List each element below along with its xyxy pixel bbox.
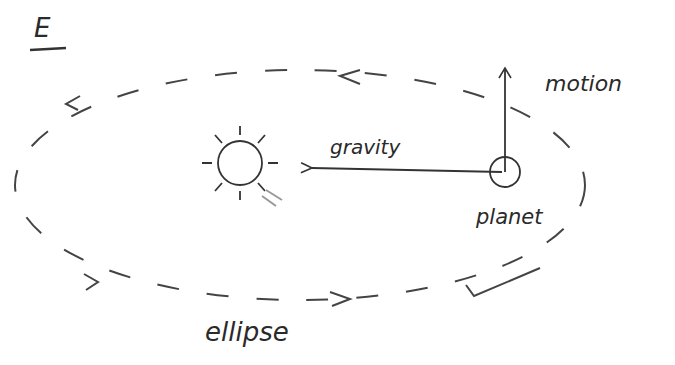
motion-arrow — [504, 68, 506, 172]
orbit-ellipse — [15, 70, 585, 300]
planet-label: planet — [476, 206, 543, 229]
direction-chevron — [340, 70, 360, 84]
check-mark — [466, 268, 540, 296]
title-underline — [30, 48, 66, 50]
direction-chevron — [84, 274, 98, 290]
orbit-label: ellipse — [205, 318, 289, 347]
motion-label: motion — [545, 72, 622, 96]
title-mark: E — [34, 14, 50, 43]
force-label: gravity — [330, 136, 400, 158]
gravity-arrow — [312, 168, 502, 172]
sun-symbol — [202, 126, 282, 206]
direction-chevron — [330, 292, 350, 306]
direction-chevron — [66, 96, 80, 110]
